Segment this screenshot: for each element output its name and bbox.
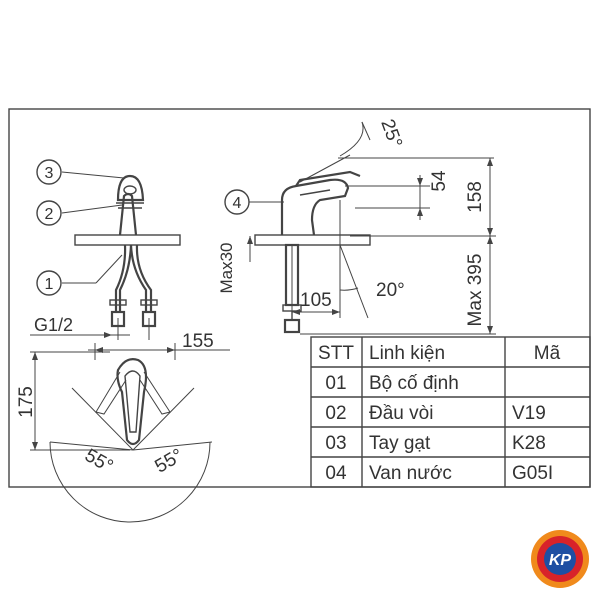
height-175-label: 175 (16, 386, 37, 418)
callout-label-4: 4 (233, 195, 242, 212)
parts-table (310, 336, 591, 488)
spout-plan (116, 358, 148, 446)
callout-3 (36, 159, 62, 185)
table-cell: V19 (512, 403, 546, 424)
table-cell: 04 (325, 463, 347, 484)
max-395-label: Max 395 (465, 254, 486, 327)
plan-view (30, 343, 230, 523)
callout-4 (224, 189, 250, 215)
callout-label-1: 1 (45, 276, 54, 293)
table-header-stt: STT (318, 343, 354, 364)
side-body (280, 178, 350, 236)
deck-plate (74, 234, 181, 246)
table-header-part: Linh kiện (369, 343, 445, 364)
table-cell: Đầu vòi (369, 403, 433, 424)
offset-54-label: 54 (429, 170, 450, 192)
handle-knob (123, 185, 137, 195)
table-cell: 01 (325, 373, 346, 394)
reach-105-label: 105 (300, 290, 332, 311)
hose-right (129, 244, 148, 312)
angle-right-label: 55° (152, 445, 187, 478)
kp-logo-icon: KP (531, 530, 589, 588)
max-30-label: Max30 (217, 242, 236, 293)
table-cell: 02 (325, 403, 346, 424)
table-header-code: Mã (534, 343, 561, 364)
drawing-frame (8, 108, 591, 488)
side-deck-plate (254, 234, 371, 246)
callout-1 (36, 270, 62, 296)
width-155-label: 155 (182, 331, 214, 352)
height-158-label: 158 (465, 181, 486, 213)
front-view (30, 159, 181, 340)
hose-left (114, 244, 127, 312)
callout-label-3: 3 (45, 165, 54, 182)
table-cell: K28 (512, 433, 546, 454)
callout-2 (36, 200, 62, 226)
angle-20-label: 20° (376, 280, 405, 301)
table-cell: Van nước (369, 463, 452, 484)
side-handle (295, 170, 361, 187)
table-cell: Bộ cố định (369, 373, 459, 394)
table-cell: Tay gạt (369, 433, 431, 454)
table-cell: G05I (512, 463, 553, 484)
faucet-head (116, 174, 145, 202)
callout-label-2: 2 (45, 206, 54, 223)
side-view (224, 121, 496, 335)
thread-label: G1/2 (34, 315, 73, 335)
logo-text: KP (549, 552, 572, 569)
table-cell: 03 (325, 433, 346, 454)
rotation-arc (49, 441, 211, 523)
angle-25-label: 25° (376, 117, 406, 151)
